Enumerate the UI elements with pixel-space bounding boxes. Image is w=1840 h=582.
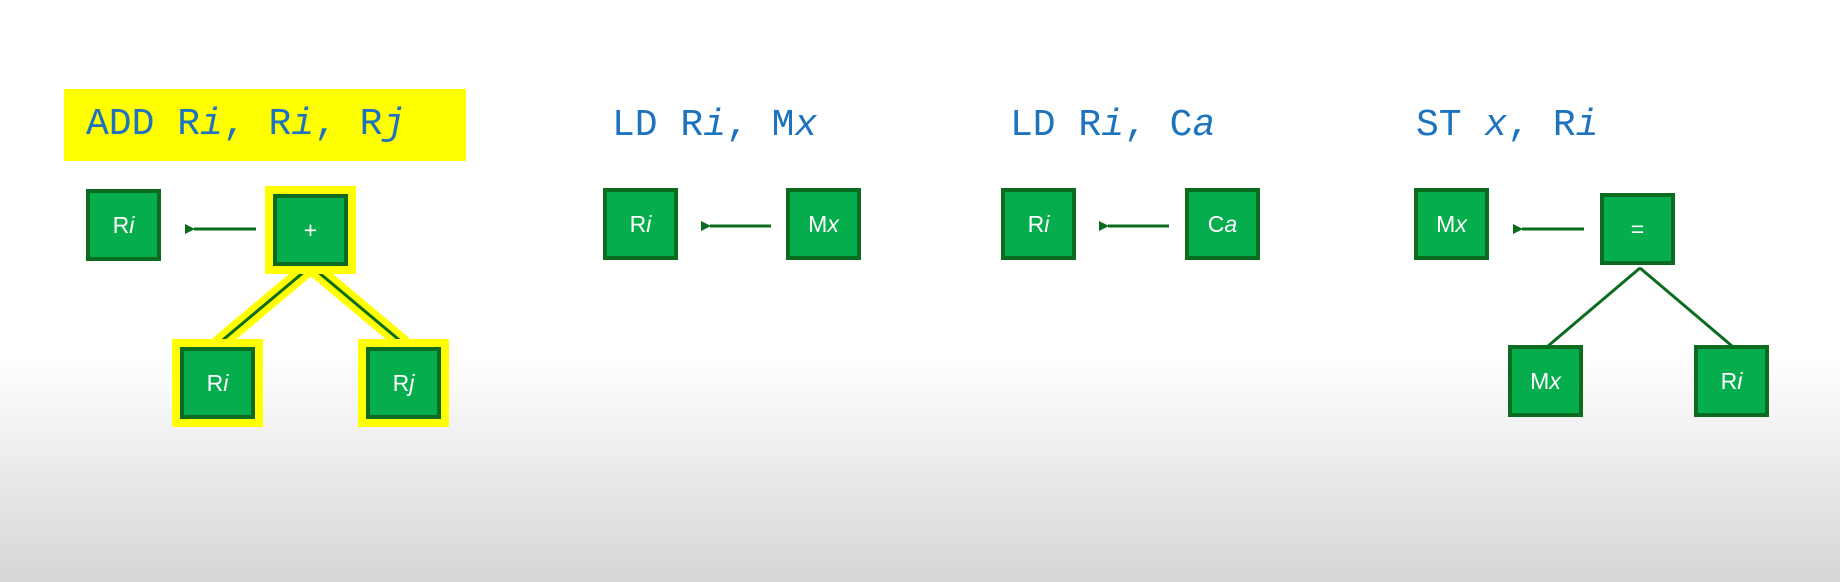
add-left-edge <box>217 264 312 346</box>
add-title: ADD Ri, Ri, Rj <box>86 103 406 146</box>
add-title-highlight: ADD Ri, Ri, Rj <box>64 89 466 161</box>
st-title: ST x, Ri <box>1416 104 1599 147</box>
st-left-edge <box>1547 266 1641 348</box>
ld-mem-title: LD Ri, Mx <box>612 104 818 147</box>
add-op-node: + <box>273 194 348 266</box>
ld-const-title: LD Ri, Ca <box>1010 104 1216 147</box>
add-right-edge <box>310 264 405 346</box>
st-op-node: = <box>1600 193 1675 265</box>
st-right-edge <box>1639 266 1733 348</box>
add-tree-edges-highlight <box>212 259 410 351</box>
